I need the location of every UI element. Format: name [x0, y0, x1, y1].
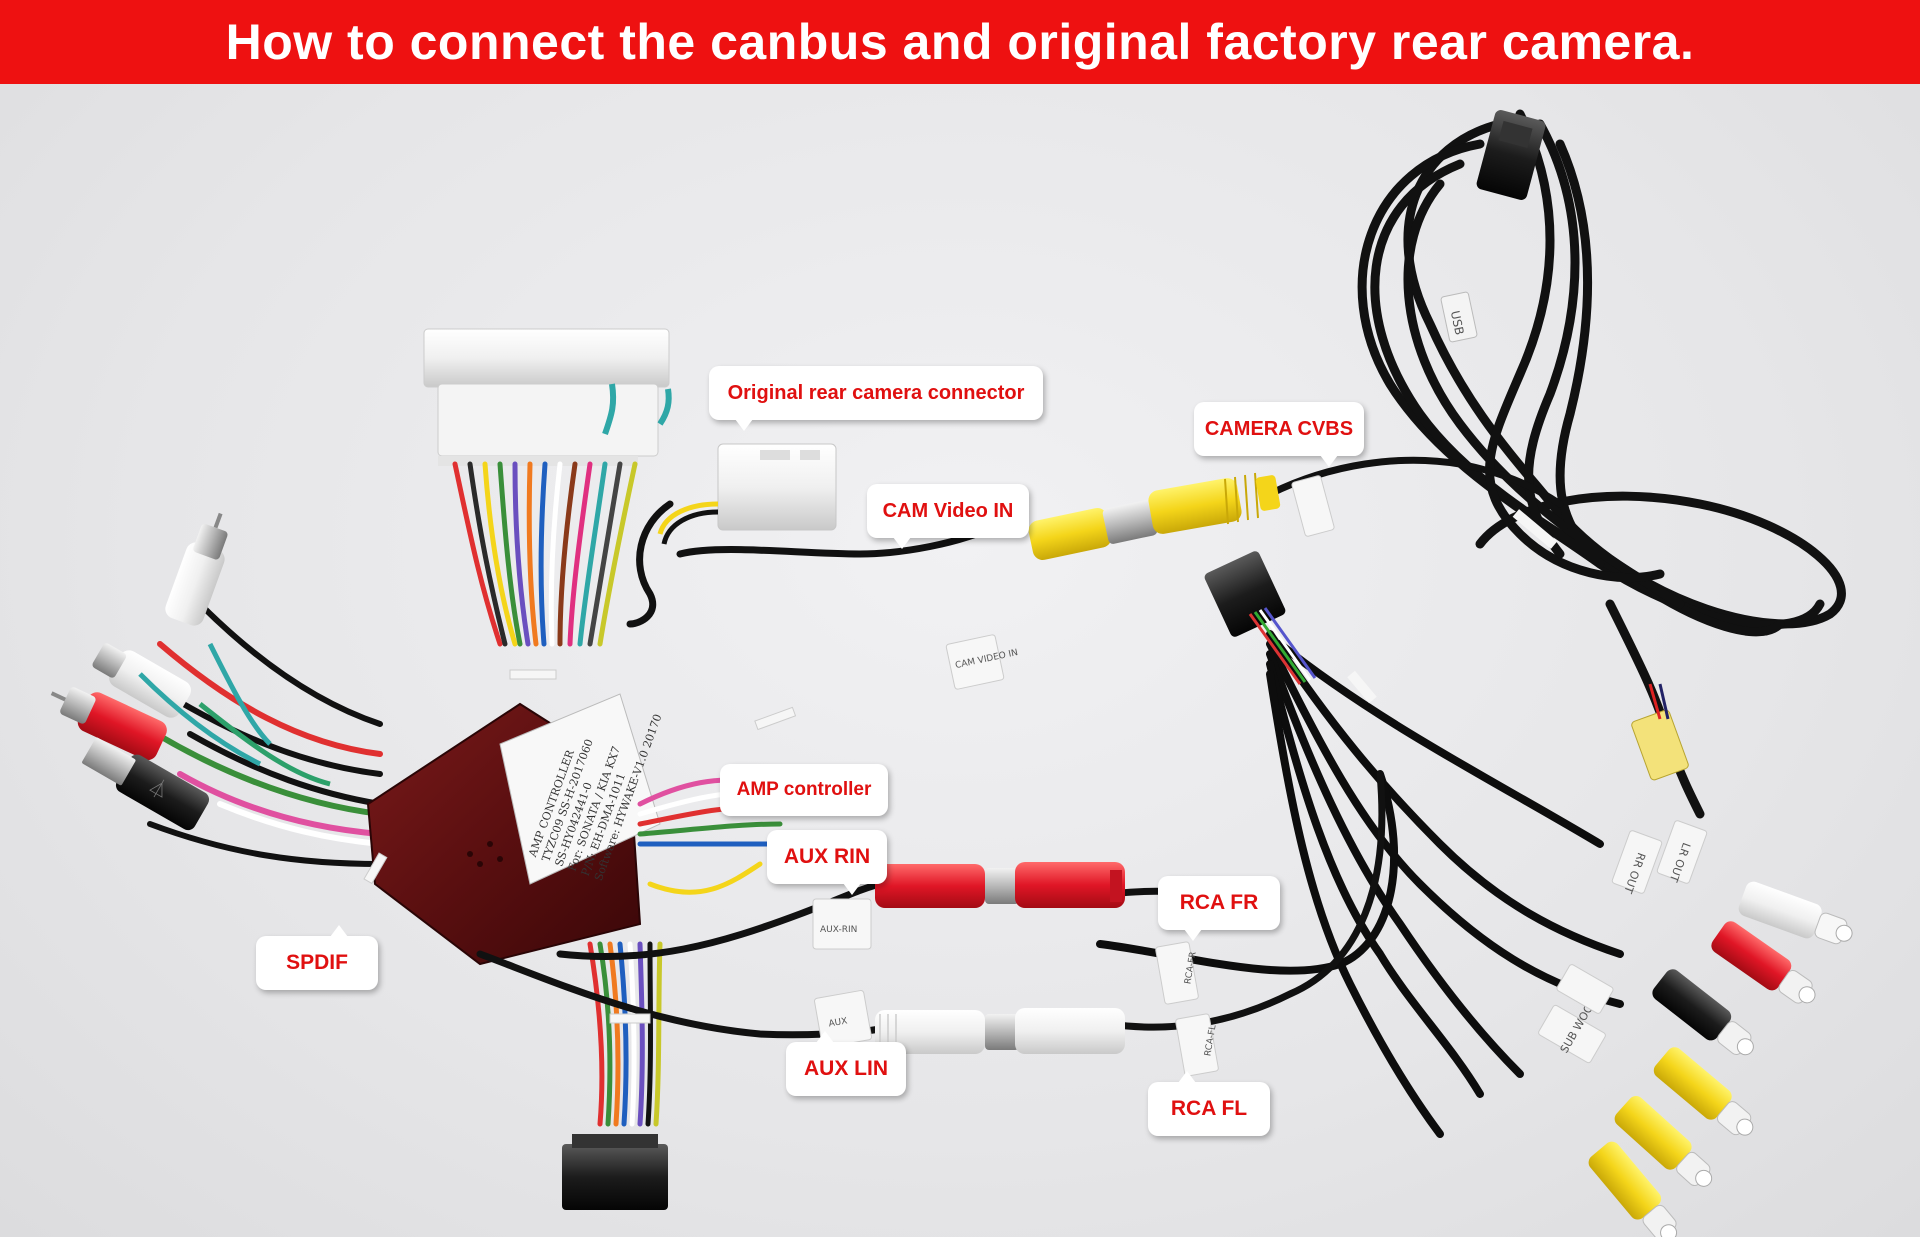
wire-tags-right: LR OUT RR OUT SUB WOOF	[1538, 820, 1708, 1064]
camera-cvbs-cable	[626, 456, 1564, 628]
title-banner: How to connect the canbus and original f…	[0, 0, 1920, 84]
callout-label: AUX LIN	[804, 1057, 888, 1080]
callout-camera-cvbs: CAMERA CVBS	[1194, 402, 1364, 467]
camera-cvbs-tag	[1291, 475, 1335, 537]
wiring-harness-photo: USB	[0, 84, 1920, 1237]
callout-label: SPDIF	[286, 951, 348, 974]
harness-wires-bottom	[587, 941, 663, 1127]
main-harness-white-connector	[423, 328, 670, 466]
callout-rca-fl: RCA FL	[1148, 1071, 1270, 1136]
cable-ties	[363, 669, 797, 1024]
rca-plug-black-out	[1652, 969, 1754, 1056]
cable-tie	[1512, 509, 1558, 549]
svg-text:AUX-RIN: AUX-RIN	[820, 925, 857, 935]
harness-connector-right	[1204, 551, 1317, 685]
rca-plug-red-left	[50, 687, 167, 761]
usb-plug-left: ⏃	[82, 737, 210, 831]
rca-fr-tag: RCA-FR	[1155, 941, 1199, 1005]
callout-label: RCA FR	[1179, 891, 1259, 914]
cam-video-in-tag: CAM VIDEO IN	[945, 634, 1019, 690]
svg-text:AUX: AUX	[828, 1016, 848, 1029]
page-title: How to connect the canbus and original f…	[225, 14, 1695, 70]
callout-rca-fr: RCA FR	[1158, 876, 1280, 941]
callout-cam-video-in: CAM Video IN	[867, 484, 1029, 549]
left-wires	[137, 601, 383, 867]
harness-illustration: USB	[50, 109, 1853, 1237]
harness-wires-top	[452, 461, 638, 647]
green-blue-small-wires	[138, 642, 331, 787]
callout-aux-lin: AUX LIN	[786, 1031, 906, 1096]
usb-tag: USB	[1440, 291, 1478, 343]
rca-plug-yellow-1	[1653, 1047, 1754, 1136]
aux-rin-red-pair	[875, 862, 1125, 908]
callout-label: CAM Video IN	[882, 499, 1014, 522]
callout-spdif: SPDIF	[256, 925, 378, 990]
aux-rin-tag: AUX-RIN	[812, 898, 872, 950]
callout-amp-controller: AMP controller	[720, 764, 888, 816]
small-yellow-plug	[1631, 683, 1689, 781]
original-rear-camera-connector	[657, 443, 837, 545]
rca-fl-tag: RCA-FL	[1175, 1013, 1219, 1077]
cam-video-in-plug-pair	[1028, 472, 1281, 561]
rca-plug-rr-out	[1711, 921, 1816, 1004]
svg-text:USB: USB	[1448, 309, 1467, 336]
callout-label: AUX RIN	[783, 845, 871, 868]
cable-tie	[1347, 670, 1377, 704]
aux-lin-white-pair	[875, 1008, 1125, 1054]
rca-plug-yellow-2	[1614, 1096, 1713, 1187]
amp-controller-box: AMP CONTROLLER TYZC09 SS-H-2017060 SS-HY…	[366, 693, 665, 966]
rca-plug-lr-out	[1738, 881, 1853, 945]
callout-label: AMP controller	[736, 779, 872, 800]
callout-original-rear-camera-connector: Original rear camera connector	[709, 366, 1043, 431]
rca-plug-white-top-left	[165, 512, 228, 626]
black-bottom-connector	[562, 1134, 668, 1210]
usb-extension-cable-coil	[1357, 109, 1846, 819]
callout-aux-rin: AUX RIN	[767, 830, 887, 895]
callout-label: RCA FL	[1170, 1097, 1248, 1120]
callout-label: CAMERA CVBS	[1204, 417, 1354, 440]
usb-plug-top	[1476, 110, 1546, 200]
callout-label: Original rear camera connector	[727, 381, 1025, 404]
